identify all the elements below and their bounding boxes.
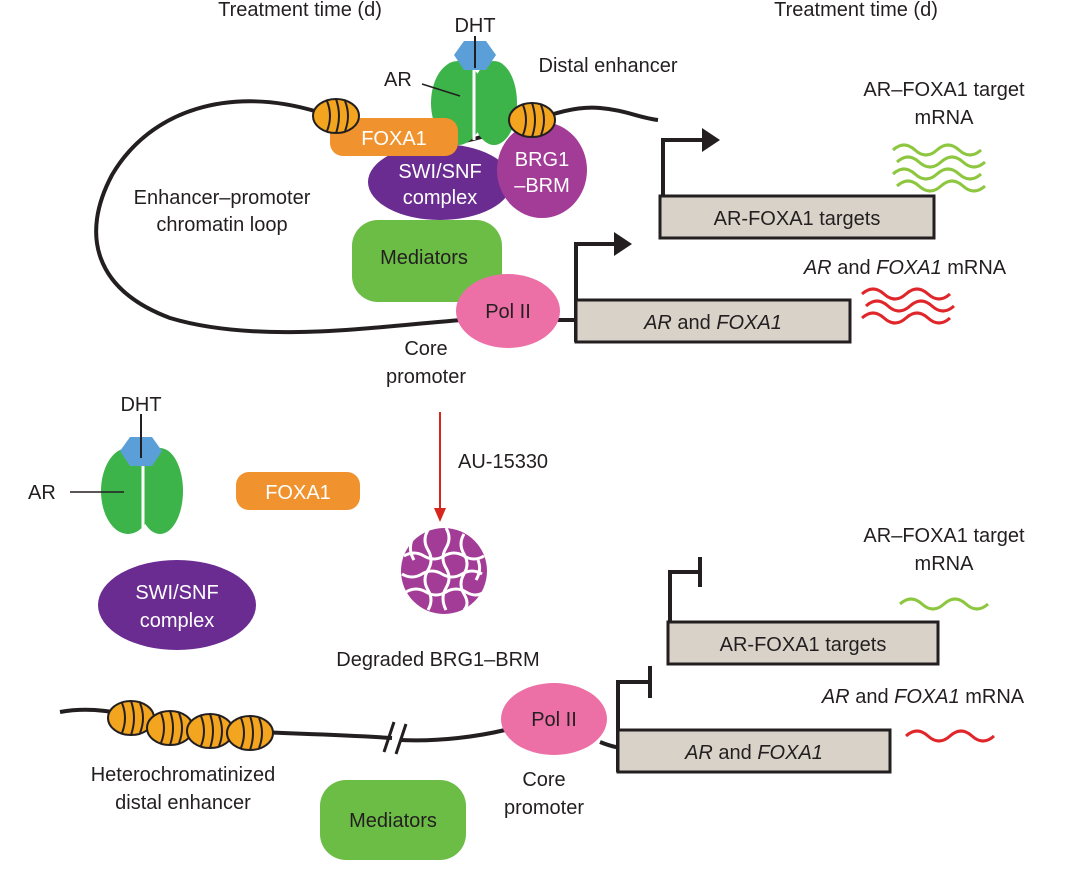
core-promoter-bottom-1: Core — [522, 769, 565, 791]
nucleosome-bottom-2 — [146, 710, 194, 746]
target-mrna-top-1: AR–FOXA1 target — [863, 79, 1025, 101]
nucleosome-top-left — [312, 98, 360, 134]
foxa1-free — [236, 472, 360, 510]
mediators-bottom — [320, 780, 466, 860]
ar-mrna-wave-bottom — [904, 729, 996, 743]
degraded-label: Degraded BRG1–BRM — [336, 649, 539, 671]
ar-dimer-free — [101, 448, 183, 534]
ar-label-free: AR — [28, 482, 56, 504]
gene-box-ar-top — [574, 298, 852, 344]
core-promoter-top-1: Core — [404, 338, 447, 360]
nucleosome-bottom-4 — [226, 715, 274, 751]
pol2-label-top: Pol II — [485, 301, 531, 323]
target-mrna-top-2: mRNA — [915, 107, 975, 129]
ar-label-top: AR — [384, 69, 412, 91]
pol2-bottom — [501, 683, 607, 755]
mediators-label-bottom: Mediators — [349, 810, 437, 832]
swisnf-complex-free — [98, 560, 256, 650]
pol2-top — [456, 274, 560, 348]
nucleosome-bottom-3 — [186, 713, 234, 749]
ar-mrna-label-top: AR and FOXA1 mRNA — [803, 257, 1007, 279]
swisnf-label-free-2: complex — [140, 610, 214, 632]
target-mrna-wave-top — [891, 143, 987, 193]
ar-mrna-label-bottom: AR and FOXA1 mRNA — [821, 686, 1025, 708]
core-promoter-top-2: promoter — [386, 366, 466, 388]
gene-label-targets-bottom: AR-FOXA1 targets — [720, 634, 887, 656]
gene-label-targets-top: AR-FOXA1 targets — [714, 208, 881, 230]
loop-label-2: chromatin loop — [156, 214, 287, 236]
swisnf-label-top-1: SWI/SNF — [398, 161, 481, 183]
brg1-label-2: –BRM — [514, 175, 570, 197]
gene-box-ar-bottom — [616, 728, 892, 774]
drug-label: AU-15330 — [458, 451, 548, 473]
hetero-label-2: distal enhancer — [115, 792, 251, 814]
hetero-label-1: Heterochromatinized — [91, 764, 276, 786]
gene-box-targets-top — [658, 194, 936, 240]
swisnf-complex-top — [368, 144, 512, 220]
target-mrna-wave-bottom — [898, 597, 990, 611]
brg1-label-1: BRG1 — [515, 149, 569, 171]
brg1-brm-top — [497, 122, 587, 218]
ar-mrna-wave-top — [860, 287, 956, 325]
degraded-brg1-brm — [401, 527, 487, 614]
swisnf-label-top-2: complex — [403, 187, 477, 209]
treatment-time-right: Treatment time (d) — [774, 0, 938, 21]
dht-label-top: DHT — [454, 15, 495, 37]
foxa1-label-free: FOXA1 — [265, 482, 331, 504]
foxa1-top — [330, 118, 458, 156]
gene-box-targets-bottom — [666, 620, 940, 666]
loop-label-1: Enhancer–promoter — [134, 187, 311, 209]
mediators-label-top: Mediators — [380, 247, 468, 269]
gene-label-ar-bottom: AR and FOXA1 — [684, 742, 823, 764]
dht-label-free: DHT — [120, 394, 161, 416]
foxa1-label-top: FOXA1 — [361, 128, 427, 150]
chromatin-loop — [94, 99, 578, 335]
treatment-time-left: Treatment time (d) — [218, 0, 382, 21]
gene-label-ar-top: AR and FOXA1 — [643, 312, 782, 334]
distal-enhancer-label: Distal enhancer — [539, 55, 678, 77]
core-promoter-bottom-2: promoter — [504, 797, 584, 819]
nucleosome-top-right — [508, 102, 556, 138]
mediators-top — [352, 220, 502, 302]
pol2-label-bottom: Pol II — [531, 709, 577, 731]
target-mrna-bottom-2: mRNA — [915, 553, 975, 575]
swisnf-label-free-1: SWI/SNF — [135, 582, 218, 604]
target-mrna-bottom-1: AR–FOXA1 target — [863, 525, 1025, 547]
